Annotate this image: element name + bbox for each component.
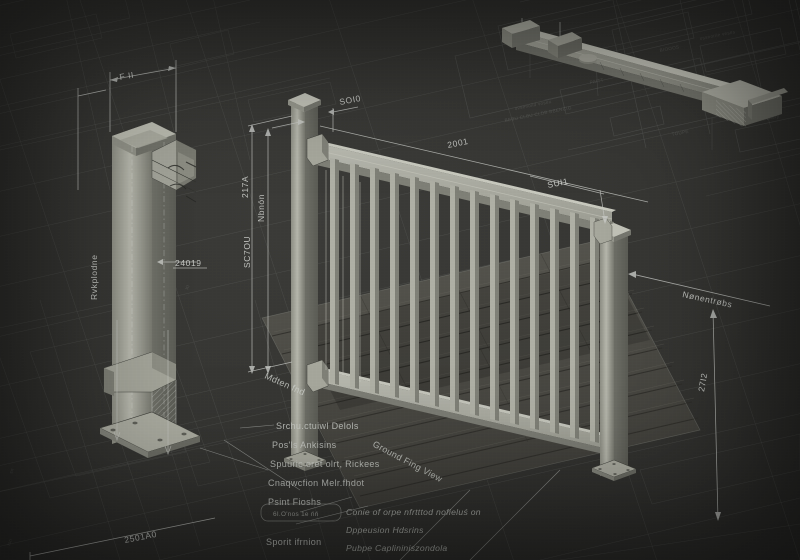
base-plate-bolts	[110, 421, 187, 442]
note-left-1: Pos'ls Ankisins	[272, 440, 337, 450]
right-post-base-plate	[591, 459, 637, 481]
note-left-2: Spuuric oret olrt, Rickees	[270, 459, 380, 469]
detail-rail-right-end	[702, 80, 788, 128]
dim-post-callout-leader	[157, 259, 207, 269]
bg-text-10: XI	[184, 284, 190, 290]
dim-label-post-callout: 24019	[175, 258, 202, 268]
dim-rail-span-main	[319, 125, 649, 203]
rail-bracket-bottom-left	[306, 359, 329, 393]
dim-right-note-leader	[628, 271, 771, 307]
post-base-plate	[99, 411, 201, 458]
bg-text-0: ossnoriie veses	[699, 29, 736, 41]
dim-label-height-lower: SC7OU	[242, 236, 252, 268]
dim-right-vertical	[710, 309, 721, 521]
dim-arrow-to-post	[271, 119, 305, 129]
bracket-fastener-marks	[167, 161, 197, 203]
bg-text-4: TOUPE	[671, 129, 689, 137]
dim-base-plan	[29, 517, 216, 560]
bg-text-8: sn	[8, 467, 15, 474]
post-column	[99, 122, 201, 458]
dim-label-height-inner: Nbnón	[256, 194, 266, 222]
dim-post-width	[77, 60, 177, 190]
note-left-4: Psint Fioshs	[268, 497, 321, 507]
detail-rail-connector	[548, 32, 597, 64]
plan-block-right	[539, 147, 800, 560]
dim-rail-span-right	[529, 175, 608, 224]
boxed-label-frame[interactable]	[260, 503, 342, 522]
post-bracket-lower	[103, 351, 177, 396]
dim-label-height-outer: 217A	[240, 176, 250, 198]
note-right-0: Conie of orpe nfrtttod nofieluś on	[346, 507, 481, 517]
dim-label-post-width: F II	[119, 70, 135, 82]
dim-label-rail-span-main: 2001	[446, 136, 469, 150]
detail-rail-bolt-marks	[599, 61, 685, 93]
dim-label-rail-span-top: SOI0	[338, 93, 361, 107]
dim-rail-span-top	[328, 106, 359, 132]
bg-text-9: Isn	[6, 538, 13, 546]
dim-height-inner	[265, 128, 271, 374]
railing-right-post	[591, 217, 637, 481]
plan-block-top-left	[0, 0, 337, 191]
note-left-5: Sporit ifrnion	[266, 537, 321, 547]
detail-rail-left-end	[502, 18, 561, 48]
dim-label-right-vertical: 27I2	[696, 372, 709, 392]
anchor-arrows	[113, 320, 172, 455]
dim-label-rail-span-right: SUI1	[546, 176, 569, 190]
note-right-2: Pubpe Caplininiszondola	[346, 543, 448, 553]
note-left-3: Cnaqwcfion Melr.fhdot	[268, 478, 365, 488]
bg-text-7: PAITT	[589, 77, 604, 85]
boxed-label-text: 6I.O'nos 1e ńń	[273, 511, 319, 518]
plan-block-top-right	[454, 0, 800, 153]
note-left-0: Srchu.ctuiwl Delols	[276, 421, 359, 431]
rail-bracket-top-left	[306, 133, 329, 167]
left-post-base-plate	[283, 450, 327, 471]
note-leaders	[199, 424, 561, 560]
dim-label-post-left: Rvkplodne	[89, 254, 99, 300]
bg-text-3: BIOOOS	[659, 44, 680, 53]
detail-rail-leaders	[529, 46, 713, 150]
note-right-1: Dppeusion Hdsrins	[346, 525, 424, 535]
